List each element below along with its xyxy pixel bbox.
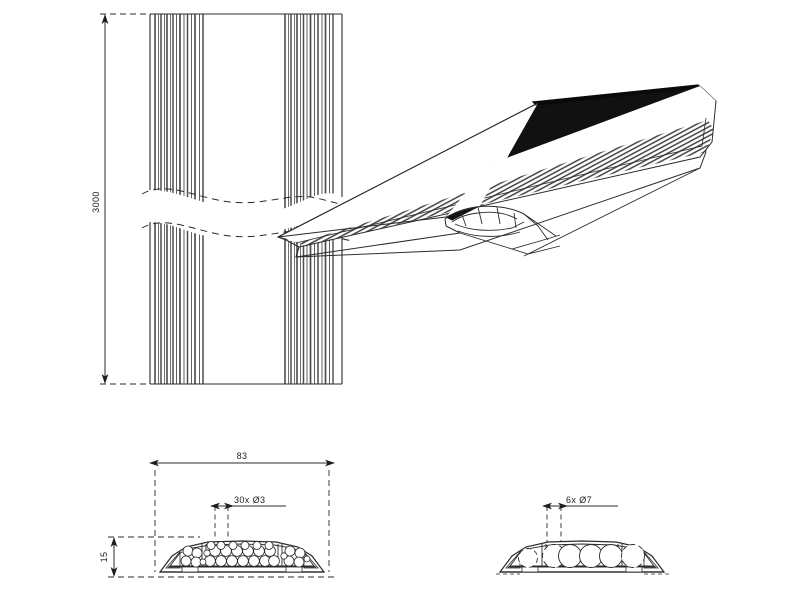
- dimension-83: 83: [149, 451, 335, 572]
- callout-30x-dia3: 30x Ø3: [210, 495, 286, 540]
- cable-large-4: [599, 544, 623, 568]
- dimension-label-height: 15: [99, 552, 109, 563]
- isometric-view: [276, 84, 717, 258]
- dimension-3000: 3000: [91, 13, 152, 385]
- arrow-right-icon-4: [558, 502, 568, 510]
- dimension-15: 15: [99, 536, 338, 578]
- dimension-label-length: 3000: [91, 191, 101, 213]
- cable-large-3: [579, 544, 603, 568]
- break-line-upper: [141, 188, 353, 208]
- callout-6x-dia7: 6x Ø7: [542, 495, 618, 542]
- elevation-view: 3000: [91, 13, 353, 385]
- cable-large-2: [558, 544, 582, 568]
- cable-large-5: [621, 544, 645, 568]
- callout-label-large-cables: 6x Ø7: [566, 495, 592, 505]
- section-left-view: 83 15 30x Ø3: [99, 451, 338, 578]
- cables-small-group: [180, 541, 311, 568]
- dimension-label-width: 83: [237, 451, 248, 461]
- section-right-view: 6x Ø7: [496, 495, 670, 575]
- arrow-right-icon-3: [224, 502, 234, 510]
- arrow-up-icon-2: [110, 537, 118, 547]
- elevation-bottom-segment: [141, 222, 353, 385]
- arrow-down-icon: [101, 374, 109, 384]
- arrow-right-icon: [325, 459, 335, 467]
- arrow-down-icon-2: [110, 567, 118, 577]
- arrow-up-icon: [101, 14, 109, 24]
- iso-rib-hatch-band: [298, 120, 714, 246]
- iso-cut-end-profile: [444, 103, 539, 237]
- elevation-top-segment: [141, 13, 353, 214]
- cables-large-group: [518, 544, 645, 568]
- callout-label-small-cables: 30x Ø3: [234, 495, 265, 505]
- cable-large-6: [518, 548, 538, 568]
- iso-chamber-receding: [277, 102, 561, 255]
- arrow-left-icon: [149, 459, 159, 467]
